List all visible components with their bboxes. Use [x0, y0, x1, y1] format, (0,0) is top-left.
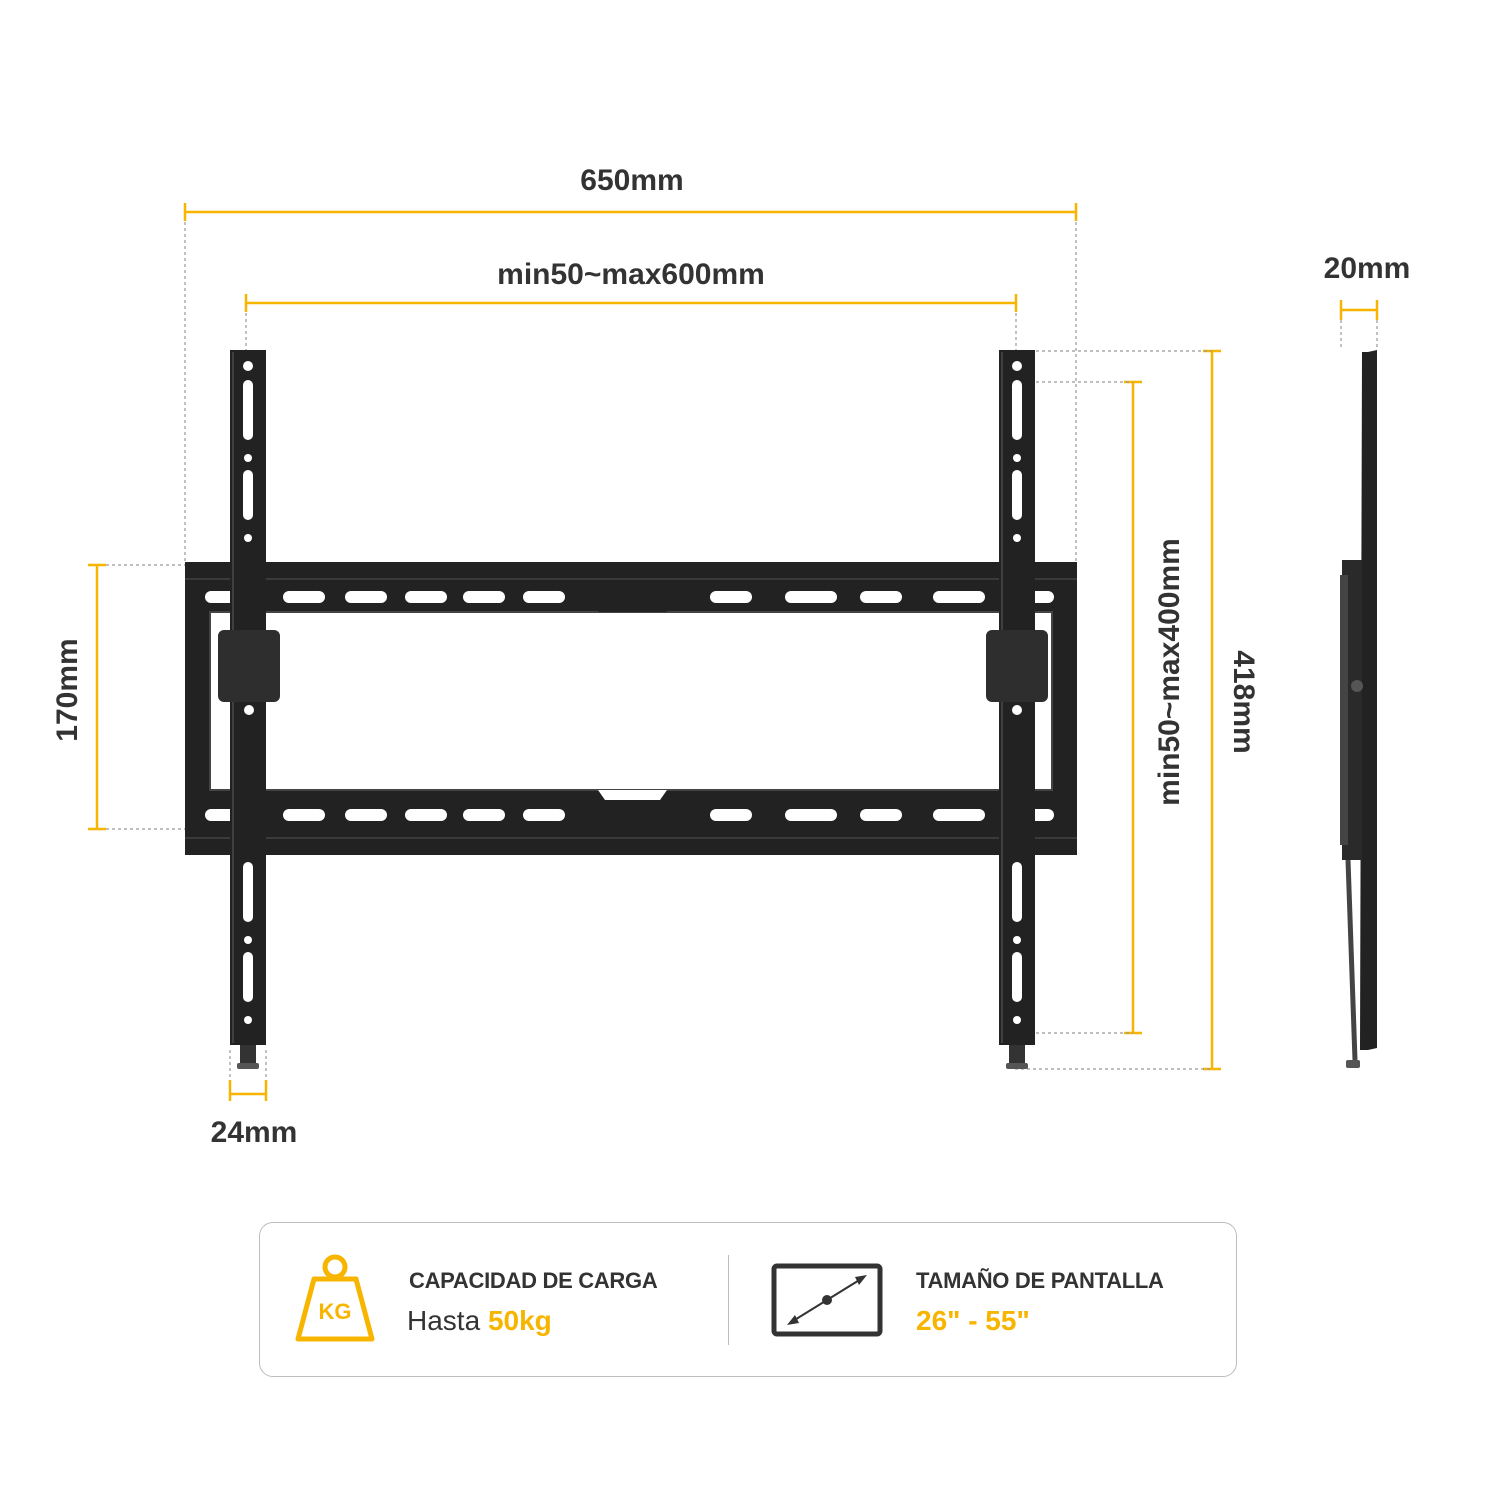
- side-profile-view: [1340, 350, 1377, 1068]
- wall-plate-slots-top: [205, 591, 1054, 603]
- weight-icon: KG: [295, 1254, 375, 1342]
- profile-depth-label: 20mm: [1323, 252, 1411, 285]
- wall-plate: [185, 562, 1077, 855]
- left-bracket-arm: [218, 350, 280, 1069]
- load-capacity-highlight: 50kg: [487, 1305, 552, 1336]
- overall-width-label: 650mm: [580, 164, 684, 197]
- screen-size-title: TAMAÑO DE PANTALLA: [916, 1268, 1164, 1293]
- wall-plate-slots-bottom: [205, 809, 1054, 821]
- arm-height-label: 418mm: [1227, 650, 1260, 754]
- vesa-horizontal-label: min50~max600mm: [497, 258, 765, 291]
- arm-width-label: 24mm: [210, 1116, 298, 1149]
- load-capacity-value: Hasta 50kg: [407, 1305, 552, 1337]
- load-capacity-prefix: Hasta: [407, 1305, 481, 1336]
- vesa-vertical-label: min50~max400mm: [1153, 538, 1186, 806]
- wall-plate-height-label: 170mm: [51, 638, 84, 742]
- load-capacity-title: CAPACIDAD DE CARGA: [409, 1268, 658, 1293]
- weight-icon-text: KG: [319, 1299, 352, 1324]
- screen-size-icon: [771, 1263, 883, 1337]
- screen-size-value: 26" - 55": [916, 1305, 1030, 1336]
- extension-guides: [106, 222, 1378, 1080]
- right-bracket-arm: [986, 350, 1048, 1069]
- spec-divider: [728, 1255, 729, 1345]
- spec-info-box: KG CAPACIDAD DE CARGA Hasta 50kg TAMAÑO …: [259, 1222, 1237, 1377]
